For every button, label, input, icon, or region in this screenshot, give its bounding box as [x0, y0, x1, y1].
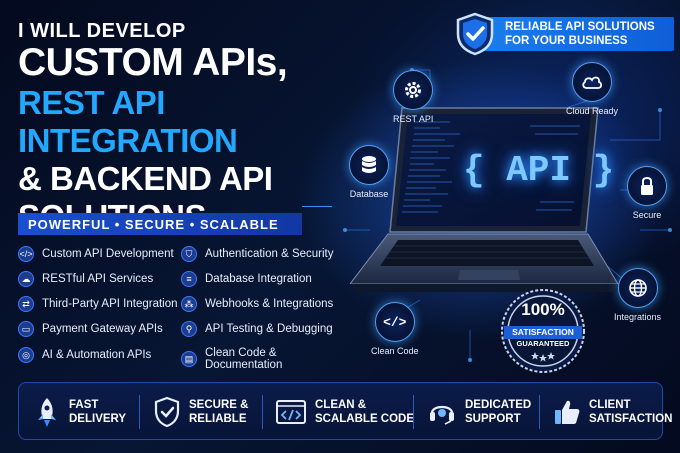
benefit-line-2: SUPPORT — [465, 413, 521, 425]
feature-item: ⚲ API Testing & Debugging — [181, 321, 333, 337]
feature-label: Authentication & Security — [205, 248, 334, 260]
shield-check-icon — [456, 12, 494, 56]
ai-chip-icon: ◎ — [18, 347, 34, 363]
divider — [413, 395, 414, 429]
screen-api-text: { API } — [463, 150, 615, 191]
feature-label: Payment Gateway APIs — [42, 323, 163, 335]
benefit-text: CLIENT SATISFACTION — [589, 398, 672, 426]
link-icon: ⇄ — [18, 296, 34, 312]
feature-item: ⛉ Authentication & Security — [181, 246, 334, 262]
node-label: REST API — [393, 114, 434, 124]
tagline-bar: POWERFUL • SECURE • SCALABLE — [18, 213, 302, 235]
document-icon: ▤ — [181, 351, 197, 367]
code-icon: </> — [374, 302, 415, 342]
feature-label: Webhooks & Integrations — [205, 298, 334, 310]
tagline-divider — [302, 206, 332, 207]
cloud-icon: ☁ — [18, 271, 34, 287]
divider — [262, 395, 263, 429]
feature-item: ≡ Database Integration — [181, 271, 312, 287]
benefit-support: DEDICATED SUPPORT — [427, 383, 531, 441]
node-label: Clean Code — [371, 346, 419, 356]
feature-label: Third-Party API Integration — [42, 298, 178, 310]
benefit-text: CLEAN & SCALABLE CODE — [315, 398, 414, 426]
benefit-line-2: SATISFACTION — [589, 413, 673, 425]
webhook-icon: ⁂ — [181, 296, 197, 312]
node-database: Database — [349, 145, 389, 199]
satisfaction-seal — [501, 289, 585, 373]
feature-label: API Testing & Debugging — [205, 323, 333, 335]
seal-percent: 100% — [521, 300, 565, 319]
benefit-text: FAST DELIVERY — [69, 398, 126, 426]
badge-line-1: RELIABLE API SOLUTIONS — [505, 21, 655, 33]
divider — [539, 395, 540, 429]
feature-item: ▭ Payment Gateway APIs — [18, 321, 163, 337]
node-rest-api: REST API — [393, 70, 433, 124]
database-icon: ≡ — [181, 271, 197, 287]
node-label: Cloud Ready — [566, 106, 619, 116]
badge-bar — [468, 17, 674, 51]
card-icon: ▭ — [18, 321, 34, 337]
node-label: Database — [349, 189, 389, 199]
benefit-line-1: CLIENT — [589, 399, 631, 411]
benefit-line-2: RELIABLE — [189, 413, 247, 425]
benefit-clean-code: CLEAN & SCALABLE CODE — [275, 383, 414, 441]
node-label: Integrations — [614, 312, 662, 322]
feature-label: Database Integration — [205, 273, 312, 285]
feature-item: ▤ Clean Code & Documentation — [181, 347, 338, 371]
headline-line-2: CUSTOM APIs, — [18, 41, 288, 84]
benefit-text: DEDICATED SUPPORT — [465, 398, 531, 426]
shield-check-icon — [154, 396, 180, 428]
feature-item: </> Custom API Development — [18, 246, 174, 262]
benefit-line-1: SECURE & — [189, 399, 249, 411]
headline-line-3: REST API INTEGRATION — [18, 84, 238, 159]
benefit-line-1: CLEAN & — [315, 399, 367, 411]
benefit-secure-reliable: SECURE & RELIABLE — [153, 383, 248, 441]
node-integrations: Integrations — [614, 268, 661, 322]
benefit-fast-delivery: FAST DELIVERY — [33, 383, 126, 441]
gear-icon — [393, 70, 434, 110]
headline-line-1: I WILL DEVELOP — [18, 20, 186, 42]
feature-item: ⇄ Third-Party API Integration — [18, 296, 178, 312]
benefits-bar: FAST DELIVERY SECURE & RELIABLE CLEAN & … — [18, 382, 672, 441]
headset-icon — [430, 405, 454, 425]
benefit-client-satisfaction: CLIENT SATISFACTION — [553, 383, 672, 441]
benefit-text: SECURE & RELIABLE — [189, 398, 248, 426]
divider — [139, 395, 140, 429]
feature-label: Custom API Development — [42, 248, 174, 260]
headline-line-4: & BACKEND API — [18, 160, 273, 197]
laptop-illustration — [350, 107, 619, 292]
shield-icon: ⛉ — [181, 246, 197, 262]
rocket-icon — [38, 398, 56, 427]
globe-icon — [617, 268, 658, 308]
seal-line-2: GUARANTEED — [516, 339, 570, 348]
feature-label: RESTful API Services — [42, 273, 154, 285]
node-secure: Secure — [627, 166, 667, 220]
node-label: Secure — [632, 210, 662, 220]
database-icon — [349, 145, 389, 185]
badge-text: RELIABLE API SOLUTIONS FOR YOUR BUSINESS — [505, 20, 655, 48]
seal-line-1: SATISFACTION — [512, 327, 574, 337]
benefit-line-2: SCALABLE CODE — [315, 413, 415, 425]
benefit-line-2: DELIVERY — [69, 413, 127, 425]
node-clean-code: </> Clean Code — [371, 302, 419, 356]
benefit-line-1: DEDICATED — [465, 399, 532, 411]
badge-line-2: FOR YOUR BUSINESS — [505, 35, 628, 47]
feature-label: AI & Automation APIs — [42, 349, 152, 361]
node-cloud-ready: Cloud Ready — [566, 62, 618, 116]
lock-icon — [627, 166, 667, 206]
benefit-line-1: FAST — [69, 399, 99, 411]
feature-item: ⁂ Webhooks & Integrations — [181, 296, 333, 312]
feature-label: Clean Code & Documentation — [205, 347, 283, 371]
code-icon: </> — [18, 246, 34, 262]
magnifier-icon: ⚲ — [181, 321, 197, 337]
feature-item: ◎ AI & Automation APIs — [18, 347, 151, 363]
feature-item: ☁ RESTful API Services — [18, 271, 153, 287]
thumbs-up-icon — [555, 400, 580, 424]
code-window-icon — [276, 400, 306, 424]
headline: I WILL DEVELOP CUSTOM APIs, REST API INT… — [18, 20, 368, 236]
cloud-icon — [572, 62, 613, 102]
